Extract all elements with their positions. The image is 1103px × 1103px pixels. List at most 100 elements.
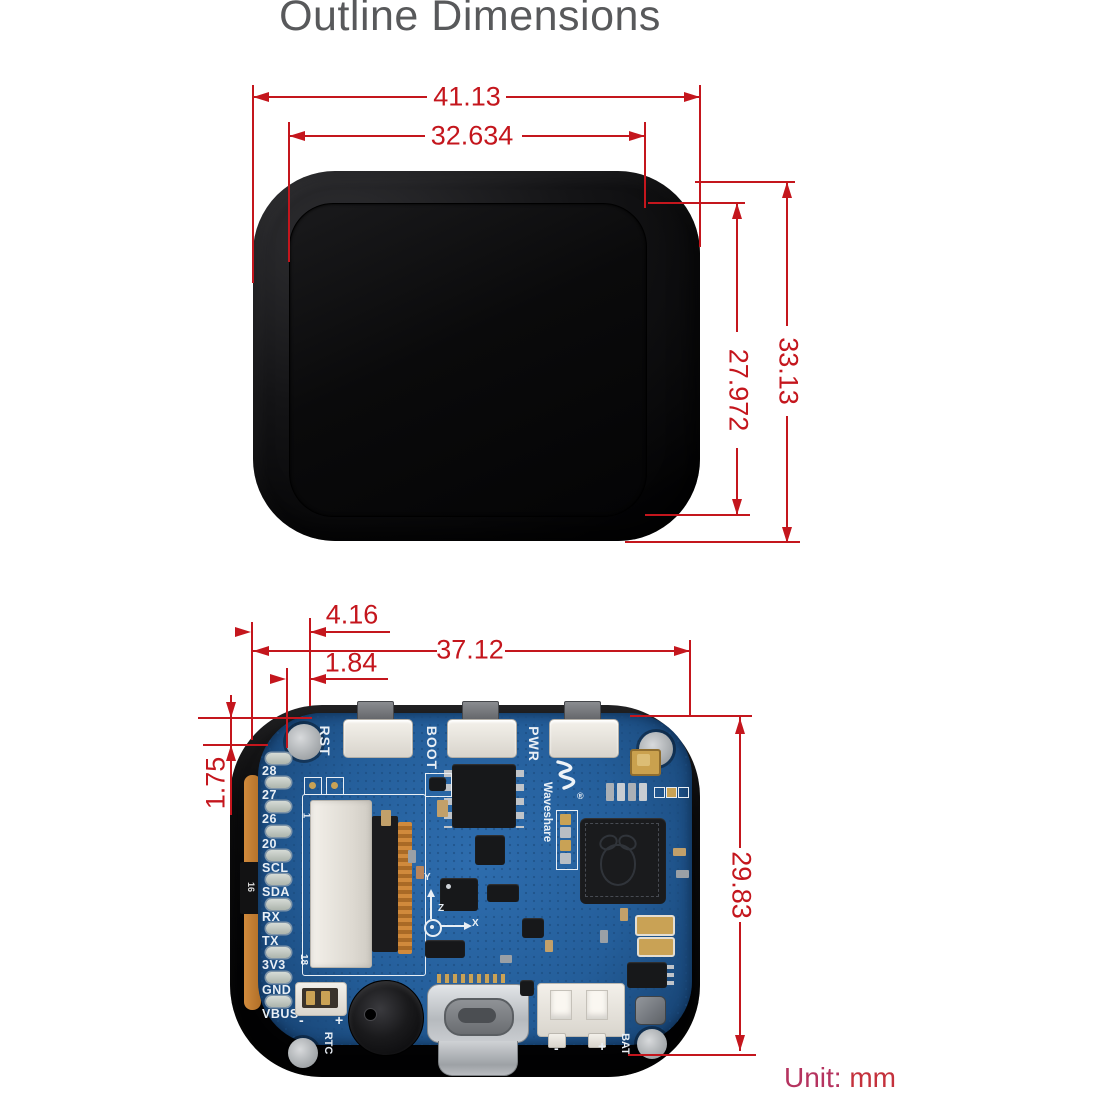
page-title: Outline Dimensions [279,0,661,40]
dimension-arrow [253,92,269,102]
extension-line [309,618,311,706]
dimension-line [289,135,425,137]
pin-label: 27 [262,788,277,802]
dimension-arrow [253,646,269,656]
extension-line [699,85,701,247]
rtc-pin [306,991,315,1005]
ic [425,940,465,958]
passive [600,930,608,943]
usb-c-tongue [458,1008,496,1023]
rtc-label: RTC [322,1031,334,1055]
pin-label: 20 [262,837,277,851]
passive [416,866,424,879]
dim-pcb-edge-to-pad: 1.84 [324,647,378,678]
fpc-ribbon-chip [240,862,263,914]
bat-connector-pin [550,990,572,1020]
axis-z-label: Z [438,903,445,914]
extension-line [689,640,691,716]
passive [437,800,448,817]
passive [381,810,391,826]
mounting-hole [288,1038,318,1068]
waveshare-logo-icon [554,760,578,790]
silk-pad [678,787,689,798]
castellated-pad [266,972,291,983]
castellated-pad [266,801,291,812]
castellated-pad [266,996,291,1007]
dimension-line [253,96,427,98]
pin-label: 28 [262,764,277,778]
dimension-line [506,96,700,98]
passive [408,850,416,863]
unit-prefix: Unit: [784,1062,842,1093]
castellated-pad [266,850,291,861]
axis-y-label: Y [424,872,431,883]
dimension-line [310,678,388,680]
fpc-chip-marking: 16 [246,881,257,893]
dimension-line [786,416,788,543]
capacitor [637,937,675,957]
dim-edge-to-pad: 4.16 [325,599,379,630]
bat-connector-pin [586,990,608,1020]
capacitor [635,915,675,936]
axis-x-label: X [472,918,479,929]
dimension-arrow [310,627,326,637]
dimension-line [739,717,741,848]
test-pad [560,840,571,851]
bat-connector-prong [588,1033,606,1048]
dimension-line [505,650,690,652]
boot-button [447,719,517,758]
extension-line [645,514,750,516]
passive [545,940,553,952]
passive [620,908,628,921]
dimension-line [736,203,738,332]
extension-line [625,541,800,543]
extension-line [630,715,752,717]
test-pad-column [556,810,578,870]
castellated-pad [266,899,291,910]
castellated-pad [266,777,291,788]
fpc-contacts [398,822,412,954]
dimension-line [310,631,390,633]
pin-label: SDA [262,885,290,899]
castellated-pad [266,826,291,837]
metal-can-component [635,996,666,1025]
soic-chip [627,962,667,988]
castellated-pad [266,753,291,764]
extension-line [251,622,253,740]
dimension-arrow [735,1035,745,1051]
pin-label: RX [262,910,281,924]
crystal-top [637,754,650,766]
fpc-connector-latch [372,816,398,952]
extension-line [628,1054,756,1056]
unit-value: mm [849,1062,897,1093]
dim-height-pcb: 29.83 [726,851,757,919]
bat-minus-mark: - [554,1040,559,1056]
ic [522,918,544,938]
dim-top-edge-to-pad: 1.75 [200,756,231,810]
pin-label: TX [262,934,279,948]
rtc-minus-mark: - [299,1012,304,1028]
dimension-arrow [289,131,305,141]
castellated-pad [266,947,291,958]
dimension-arrow [226,702,236,718]
test-pad [560,853,571,864]
castellated-pad [266,923,291,934]
rst-button [343,719,413,758]
test-pad [560,827,571,838]
pwr-label: PWR [526,726,542,762]
extension-line [288,122,290,262]
dim-width-outer: 41.13 [433,81,501,112]
dimension-line [739,922,741,1051]
castellated-pad [266,874,291,885]
bat-label: BAT [619,1033,631,1055]
dim-width-screen: 32.634 [430,120,514,151]
dimension-arrow [735,718,745,734]
buzzer-hole [364,1008,377,1021]
raspberry-pi-logo [600,844,636,886]
dimension-arrow [732,499,742,515]
test-pad-dot [331,782,338,789]
fpc-pin18-label: 18 [298,953,310,966]
silk-outline [425,773,452,797]
fpc-connector [310,800,372,968]
imu-chip [440,878,478,911]
